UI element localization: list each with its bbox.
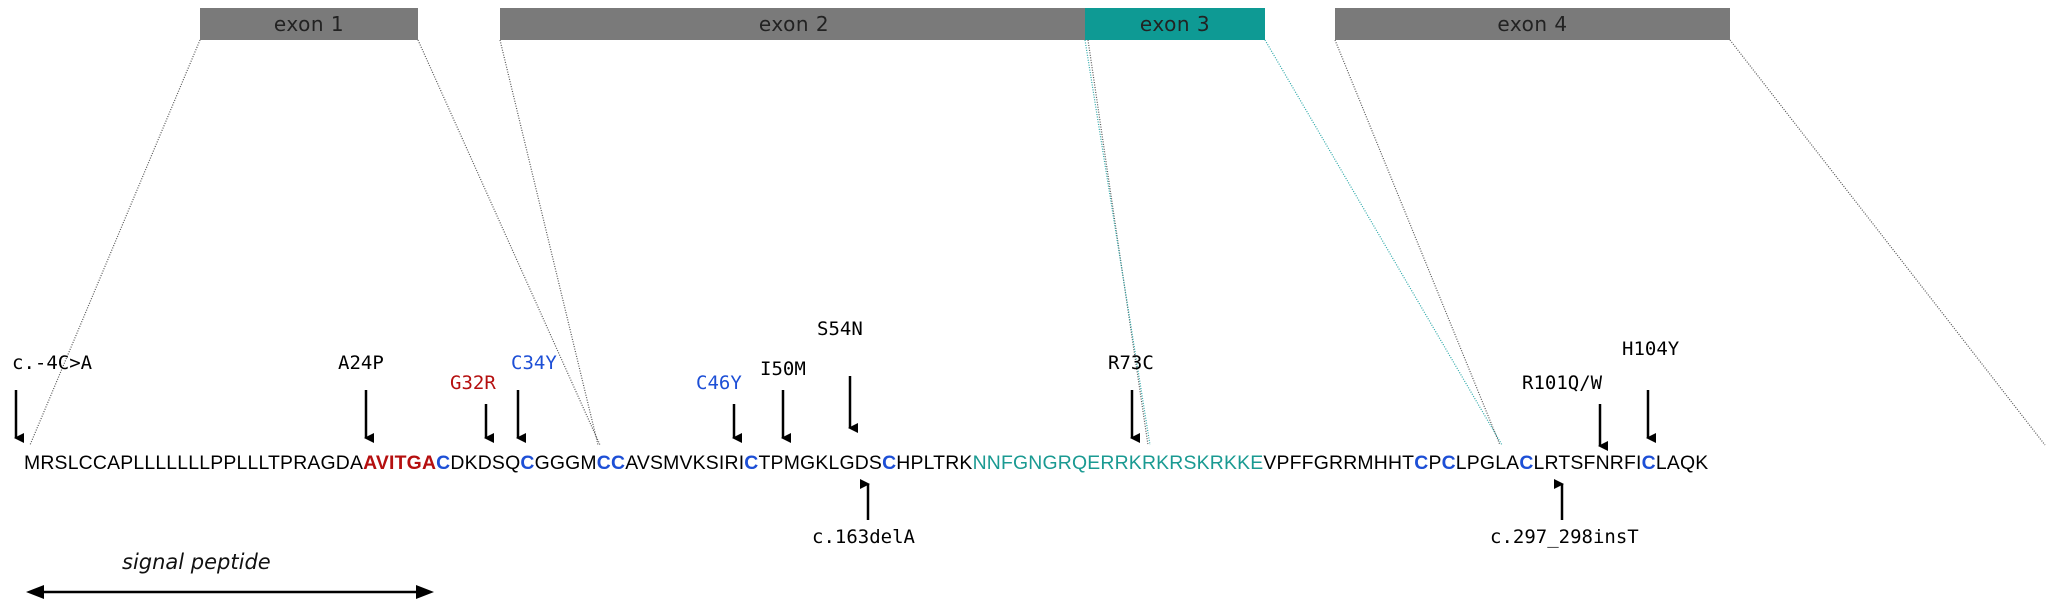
- exon-4-box: exon 4: [1335, 8, 1730, 40]
- sequence-segment: DKDSQ: [450, 452, 521, 474]
- exon3-left-connector: [1084, 39, 1151, 446]
- exon2-left-connector: [499, 39, 599, 446]
- mutation-label: c.-4C>A: [12, 352, 93, 374]
- sequence-segment: C: [1441, 452, 1456, 474]
- exon1-left-connector: [29, 39, 201, 446]
- sequence-segment: P: [1428, 452, 1442, 474]
- signal-peptide-right-head: [416, 585, 434, 599]
- sequence-segment: CC: [596, 452, 626, 474]
- sequence-segment: TPMGKLGDS: [758, 452, 883, 474]
- exon-2-label: exon 2: [758, 12, 830, 36]
- sequence-segment: GGGM: [534, 452, 597, 474]
- exon-4-label: exon 4: [1497, 12, 1568, 36]
- down-arrows: [14, 376, 1656, 451]
- sequence-segment: C: [1519, 452, 1534, 474]
- exon-3-box: exon 3: [1085, 8, 1265, 40]
- protein-sequence: MRSLCCAPLLLLLLLPPLLLTPRAGDAAVITGACDKDSQC…: [24, 452, 1708, 475]
- exon2-right-connector: [1087, 39, 1149, 446]
- sequence-segment: C: [1414, 452, 1429, 474]
- exon1-right-connector: [417, 39, 601, 446]
- mutation-label: c.297_298insT: [1490, 526, 1639, 548]
- mutation-label: c.163delA: [812, 526, 915, 548]
- sequence-segment: C: [744, 452, 759, 474]
- mutation-label: C34Y: [511, 352, 557, 374]
- sequence-segment: LPGLA: [1455, 452, 1520, 474]
- exon4-left-connector: [1334, 39, 1501, 446]
- mutation-label: A24P: [338, 352, 384, 374]
- sequence-segment: C: [1641, 452, 1656, 474]
- sequence-segment: HPLTRK: [896, 452, 973, 474]
- sequence-segment: C: [882, 452, 897, 474]
- mutation-label: S54N: [817, 318, 863, 340]
- sequence-segment: LRTSFNRFI: [1533, 452, 1642, 474]
- signal-peptide-label: signal peptide: [122, 550, 271, 574]
- up-arrows: [860, 479, 1564, 520]
- sequence-segment: AVITGA: [363, 452, 437, 474]
- exon-1-label: exon 1: [273, 12, 345, 36]
- sequence-segment: MRSLCCAPLLLLLLLPPLLLTPRAGDA: [24, 452, 364, 474]
- exon3-right-connector: [1264, 39, 1503, 446]
- sequence-segment: VPFFGRRMHHT: [1263, 452, 1415, 474]
- exon-2-box: exon 2: [500, 8, 1088, 40]
- sequence-segment: AVSMVKSIRI: [625, 452, 745, 474]
- mutation-label: G32R: [450, 372, 496, 394]
- signal-peptide-left-head: [26, 585, 44, 599]
- exon-1-box: exon 1: [200, 8, 418, 40]
- mutation-label: R73C: [1108, 352, 1154, 374]
- exon-3-label: exon 3: [1139, 12, 1211, 36]
- sequence-segment: C: [436, 452, 451, 474]
- sequence-segment: NNFGNGRQERRKRKRSKRKKE: [972, 452, 1264, 474]
- mutation-label: C46Y: [696, 372, 742, 394]
- sequence-segment: LAQK: [1655, 452, 1709, 474]
- mutation-label: R101Q/W: [1522, 372, 1603, 394]
- sequence-segment: C: [520, 452, 535, 474]
- exon4-right-connector: [1729, 39, 2046, 446]
- mutation-label: H104Y: [1622, 338, 1680, 360]
- mutation-label: I50M: [760, 358, 806, 380]
